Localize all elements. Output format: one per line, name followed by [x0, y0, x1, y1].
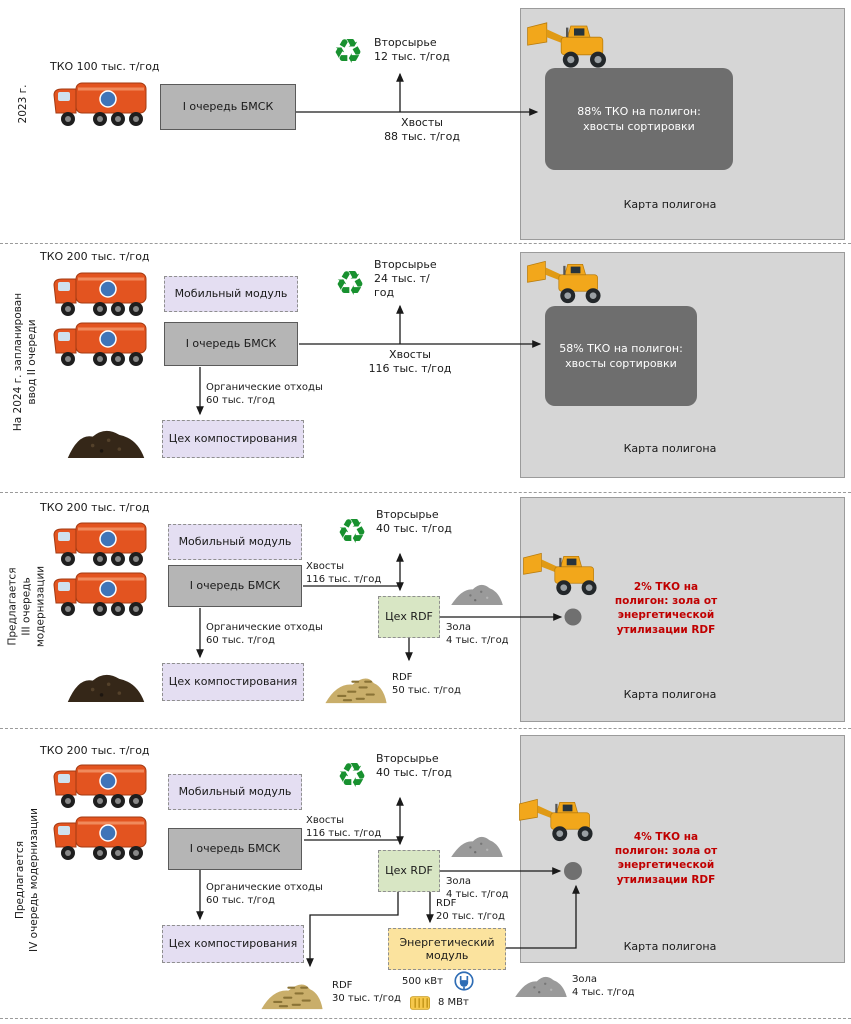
landfill-note: 88% ТКО на полигон: хвосты сортировки	[545, 68, 733, 170]
section-separator	[0, 492, 851, 493]
mobile-module-box: Мобильный модуль	[168, 524, 302, 560]
garbage-truck-icon	[52, 810, 152, 864]
landfill-note-red: 4% ТКО на полигон: зола от энергетическо…	[614, 831, 718, 886]
wheel-loader-icon	[526, 258, 608, 308]
section-separator	[0, 728, 851, 729]
heat-label: 8 МВт	[438, 997, 469, 1008]
ash-pile-icon	[514, 970, 568, 1000]
plug-icon	[454, 971, 474, 991]
wheel-loader-icon	[526, 20, 614, 72]
tko-input-label: ТКО 100 тыс. т/год	[50, 60, 160, 73]
tko-input-label: ТКО 200 тыс. т/год	[40, 501, 150, 514]
map-caption: Карта полигона	[623, 442, 717, 455]
mobile-module-box: Мобильный модуль	[168, 774, 302, 810]
map-caption: Карта полигона	[623, 688, 717, 701]
recycling-icon: ♻	[336, 512, 368, 552]
recyclables-label: Вторсырье 24 тыс. т/ год	[374, 258, 437, 299]
section-side-label-2024: На 2024 г. запланирован ввод II очереди	[12, 292, 39, 432]
recyclables-label: Вторсырье 40 тыс. т/год	[376, 752, 452, 779]
bmsk-box: I очередь БМСК	[168, 828, 302, 870]
wheel-loader-icon	[522, 550, 604, 600]
recyclables-label: Вторсырье 40 тыс. т/год	[376, 508, 452, 535]
section-side-label-3: Предлагается III очередь модернизации	[6, 565, 47, 648]
mobile-module-box: Мобильный модуль	[164, 276, 298, 312]
organics-label: Органические отходы 60 тыс. т/год	[206, 382, 323, 406]
rdf-box: Цех RDF	[378, 596, 440, 638]
compost-box: Цех компостирования	[162, 663, 304, 701]
energy-module-box: Энергетический модуль	[388, 928, 506, 970]
radiator-icon	[408, 995, 432, 1011]
compost-box: Цех компостирования	[162, 420, 304, 458]
ash-label: Зола 4 тыс. т/год	[446, 876, 509, 900]
recycling-icon: ♻	[334, 264, 366, 304]
ash-pile-icon	[450, 578, 504, 608]
tko-input-label: ТКО 200 тыс. т/год	[40, 744, 150, 757]
map-caption: Карта полигона	[623, 198, 717, 211]
bmsk-box: I очередь БМСК	[160, 84, 296, 130]
landfill-note-red: 2% ТКО на полигон: зола от энергетическо…	[614, 581, 718, 636]
recycling-icon: ♻	[332, 32, 364, 72]
compost-pile-icon	[66, 422, 146, 462]
garbage-truck-icon	[52, 566, 152, 620]
section-separator	[0, 1018, 851, 1019]
landfill-note: 58% ТКО на полигон: хвосты сортировки	[545, 306, 697, 406]
map-caption: Карта полигона	[623, 940, 717, 953]
recyclables-label: Вторсырье 12 тыс. т/год	[374, 36, 450, 63]
garbage-truck-icon	[52, 758, 152, 812]
rdf-output-label: RDF 50 тыс. т/год	[392, 672, 461, 696]
wheel-loader-icon	[518, 796, 600, 846]
rdf-box: Цех RDF	[378, 850, 440, 892]
rdf-pellets-icon	[324, 666, 388, 706]
ash-bottom-label: Зола 4 тыс. т/год	[572, 974, 635, 998]
tails-label: Хвосты 116 тыс. т/год	[306, 561, 382, 585]
tails-label: Хвосты 88 тыс. т/год	[384, 116, 460, 143]
garbage-truck-icon	[52, 76, 152, 130]
section-side-label-4: Предлагается IV очередь модернизации	[14, 808, 41, 952]
organics-label: Органические отходы 60 тыс. т/год	[206, 622, 323, 646]
tails-label: Хвосты 116 тыс. т/год	[368, 348, 452, 375]
rdf-to-energy-label: RDF 20 тыс. т/год	[436, 898, 505, 922]
section-separator	[0, 243, 851, 244]
power-label: 500 кВт	[402, 976, 443, 987]
tails-label: Хвосты 116 тыс. т/год	[306, 815, 382, 839]
garbage-truck-icon	[52, 316, 152, 370]
tko-input-label: ТКО 200 тыс. т/год	[40, 250, 150, 263]
bmsk-box: I очередь БМСК	[164, 322, 298, 366]
bmsk-box: I очередь БМСК	[168, 565, 302, 607]
organics-label: Органические отходы 60 тыс. т/год	[206, 882, 323, 906]
garbage-truck-icon	[52, 516, 152, 570]
rdf-output-label: RDF 30 тыс. т/год	[332, 980, 401, 1004]
garbage-truck-icon	[52, 266, 152, 320]
compost-box: Цех компостирования	[162, 925, 304, 963]
ash-label: Зола 4 тыс. т/год	[446, 622, 509, 646]
section-side-label-2023: 2023 г.	[17, 84, 29, 124]
rdf-pellets-icon	[260, 972, 324, 1012]
recycling-icon: ♻	[336, 756, 368, 796]
compost-pile-icon	[66, 666, 146, 706]
ash-pile-icon	[450, 830, 504, 860]
